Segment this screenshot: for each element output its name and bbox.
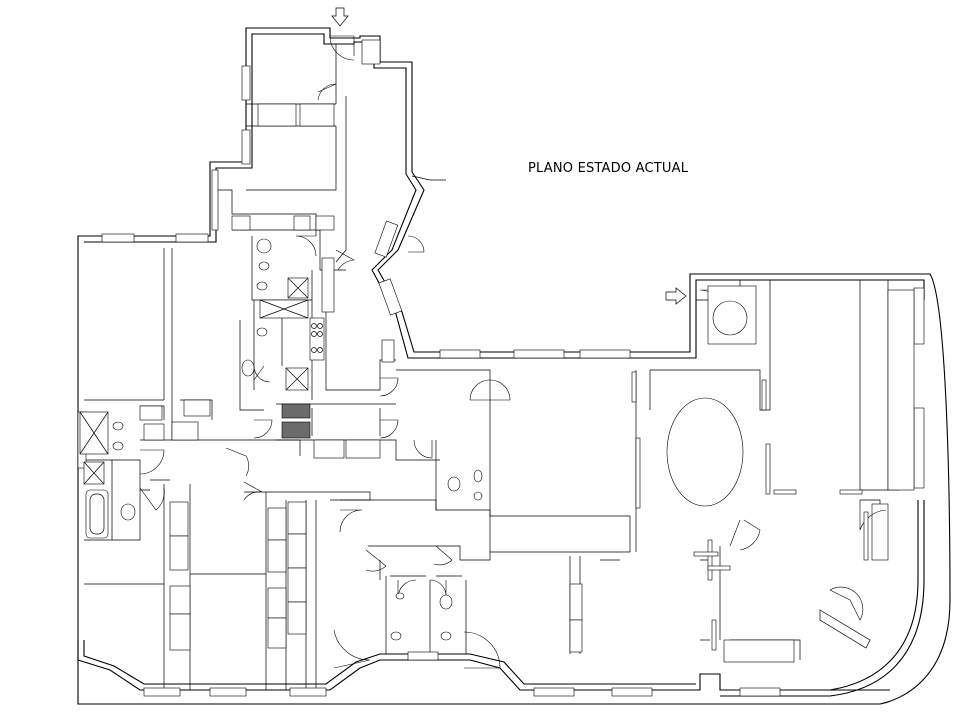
kitchen-fixtures	[281, 257, 335, 439]
internal-walls	[84, 44, 900, 690]
oval-table	[666, 397, 744, 507]
bathroom-fixtures	[79, 238, 483, 641]
right-arrow-icon	[665, 287, 687, 305]
wardrobes	[139, 289, 915, 663]
round-column	[712, 300, 748, 336]
down-arrow-icon	[331, 7, 349, 27]
facade-lines	[411, 175, 871, 649]
plan-title: PLANO ESTADO ACTUAL	[528, 161, 689, 176]
outer-walls	[77, 27, 951, 705]
windows	[77, 39, 925, 697]
feature-shapes	[631, 285, 869, 651]
